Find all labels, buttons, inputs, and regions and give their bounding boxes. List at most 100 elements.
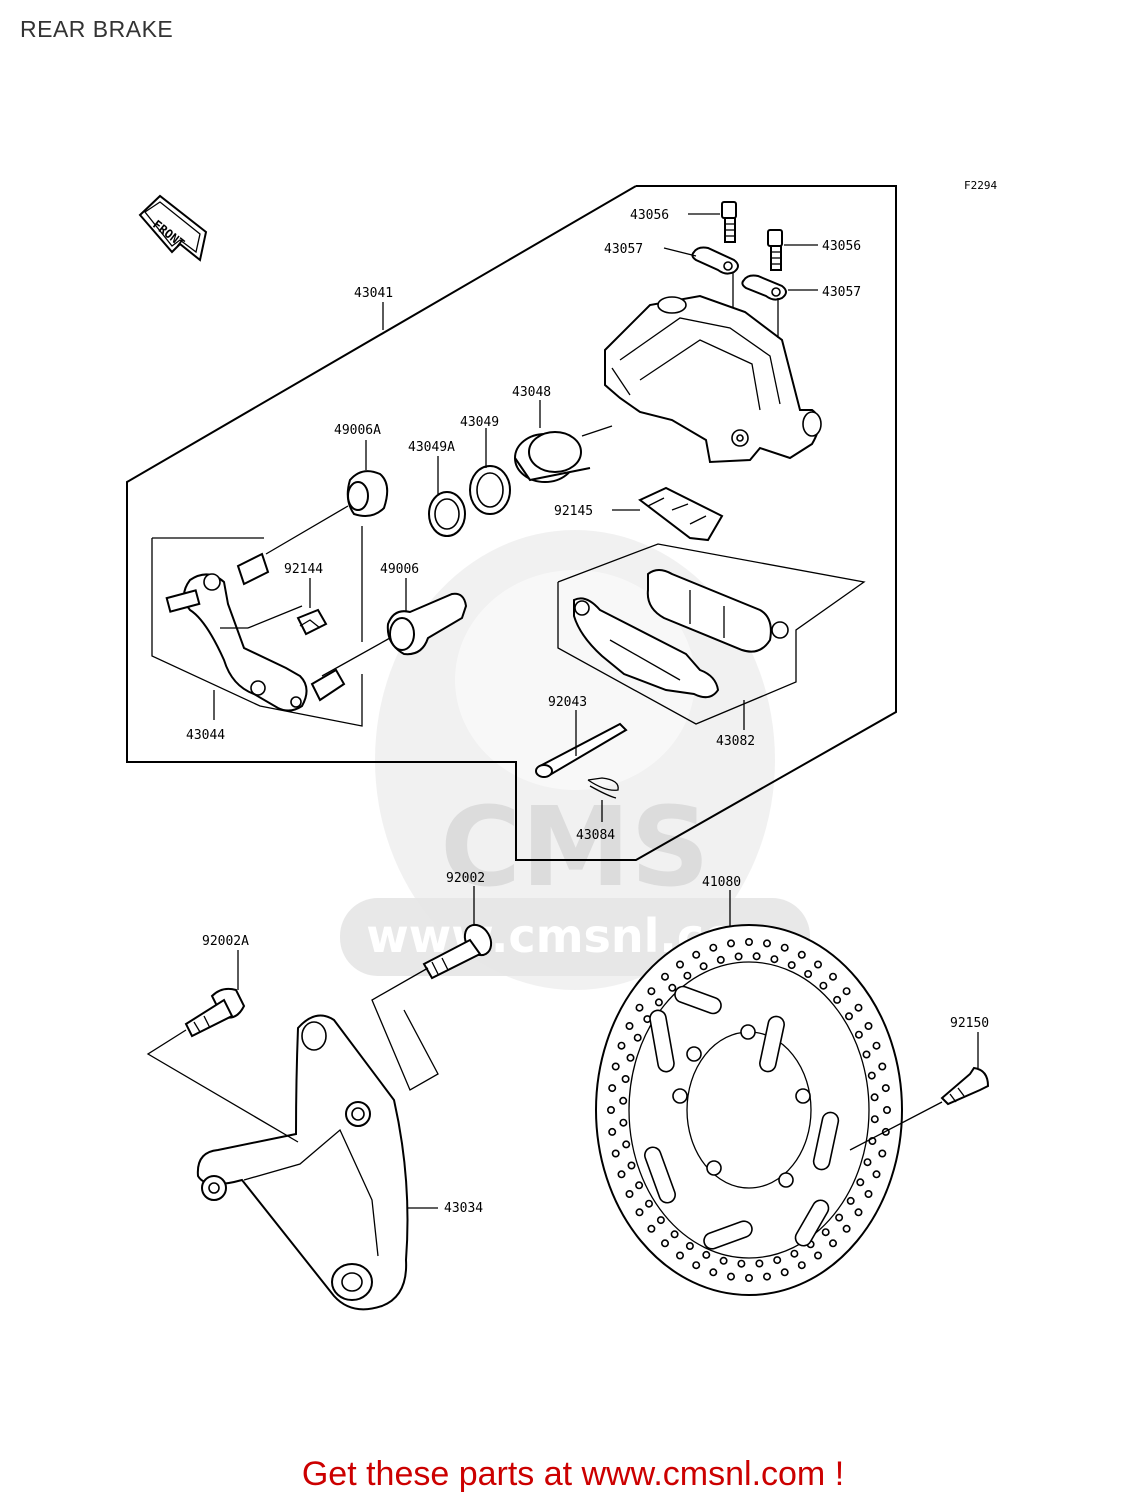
disc-drill-hole [617,1041,626,1050]
disc-drill-hole [608,1127,617,1136]
label-43057-left: 43057 [604,242,643,257]
disc-drill-hole [797,950,806,959]
disc-drill-hole [744,937,753,946]
disc-drill-hole [625,1021,634,1030]
pad-spring-icon [296,608,328,636]
disc-drill-hole [856,1178,865,1187]
disc-drill-hole [882,1106,891,1115]
boot-upper-icon [346,470,389,517]
disc-drill-hole [635,1003,644,1012]
disc-drill-hole [844,1012,853,1021]
disc-drill-hole [683,971,692,980]
label-41080: 41080 [702,875,741,890]
disc-drill-hole [833,995,842,1004]
disc-drill-hole [881,1084,890,1093]
piston-seal-icon [469,465,511,515]
disc-drill-hole [744,1274,753,1283]
promo-footer[interactable]: Get these parts at www.cmsnl.com ! [301,1455,845,1493]
boot-lower-icon [386,592,468,656]
brake-pad-inner-icon [573,597,720,699]
label-43041: 43041 [354,286,393,301]
bleeder-valve-left-icon [721,201,737,243]
disc-bolt-icon [940,1066,990,1106]
disc-drill-hole [854,1003,863,1012]
disc-drill-hole [846,1196,855,1205]
pad-pin-icon [535,722,628,778]
bleeder-cap-left-icon [691,246,739,275]
disc-drill-hole [660,1239,669,1248]
disc-drill-hole [804,969,813,978]
bracket-assembly-outline [151,538,363,727]
label-92150: 92150 [950,1016,989,1031]
disc-drill-hole [854,1030,863,1039]
disc-drill-hole [842,1224,851,1233]
disc-drill-hole [635,1208,644,1217]
leader-lines [146,213,979,1209]
exploded-parts-diagram: CMS www.cmsnl.com F2294 FRONT [126,179,997,1311]
disc-drill-hole [752,952,761,961]
disc-drill-hole [819,981,828,990]
disc-drill-hole [864,1190,873,1199]
label-43044: 43044 [186,728,225,743]
disc-drill-hole [709,1268,718,1277]
disc-drill-hole [692,950,701,959]
disc-drill-hole [870,1115,879,1124]
disc-drill-hole [608,1084,617,1093]
disc-drill-hole [621,1075,630,1084]
disc-drill-hole [790,1249,799,1258]
disc-drill-hole [828,1239,837,1248]
bolt-92002A-icon [184,987,246,1038]
anti-rattle-spring-icon [638,486,724,542]
disc-drill-hole [828,972,837,981]
disc-drill-hole [633,1033,642,1042]
disc-drill-hole [872,1170,881,1179]
label-43056-right: 43056 [822,239,861,254]
disc-drill-hole [670,1230,679,1239]
disc-drill-hole [619,1118,628,1127]
disc-drill-hole [685,1242,694,1251]
disc-drill-hole [654,998,663,1007]
disc-drill-hole [878,1149,887,1158]
disc-drill-hole [755,1259,764,1268]
disc-drill-hole [617,1170,626,1179]
brake-pad-outer-icon [646,569,789,653]
disc-drill-hole [622,1140,631,1149]
disc-drill-hole [627,1161,636,1170]
disc-drill-hole [716,955,725,964]
disc-drill-hole [864,1021,873,1030]
label-43034: 43034 [444,1201,483,1216]
pad-set-outline [557,543,866,725]
disc-drill-hole [626,1053,635,1062]
disc-drill-hole [780,1268,789,1277]
disc-drill-hole [770,955,779,964]
disc-drill-hole [870,1093,879,1102]
disc-drill-hole [867,1071,876,1080]
label-92002: 92002 [446,871,485,886]
front-arrow-icon: FRONT [138,194,208,262]
disc-drill-hole [780,943,789,952]
label-92002a: 92002A [202,934,249,949]
disc-drill-hole [656,1216,665,1225]
disc-drill-hole [625,1190,634,1199]
label-43082: 43082 [716,734,755,749]
disc-drill-hole [709,943,718,952]
disc-drill-hole [835,1213,844,1222]
disc-drill-hole [675,960,684,969]
bleeder-valve-right-icon [767,229,783,271]
label-49006: 49006 [380,562,419,577]
disc-drill-hole [734,952,743,961]
disc-drill-hole [619,1096,628,1105]
disc-drill-hole [668,983,677,992]
disc-drill-hole [863,1158,872,1167]
disc-drill-hole [797,1261,806,1270]
dust-seal-icon [428,491,466,537]
disc-drill-hole [702,1250,711,1259]
disc-drill-hole [675,1251,684,1260]
part-number-labels: 43041 43056 43057 43056 43057 43048 4304… [186,208,989,1216]
disc-drill-hole [699,962,708,971]
disc-drill-hole [854,1208,863,1217]
disc-drill-hole [606,1106,615,1115]
label-43049: 43049 [460,415,499,430]
label-43049a: 43049A [408,440,455,455]
disc-drill-hole [878,1062,887,1071]
